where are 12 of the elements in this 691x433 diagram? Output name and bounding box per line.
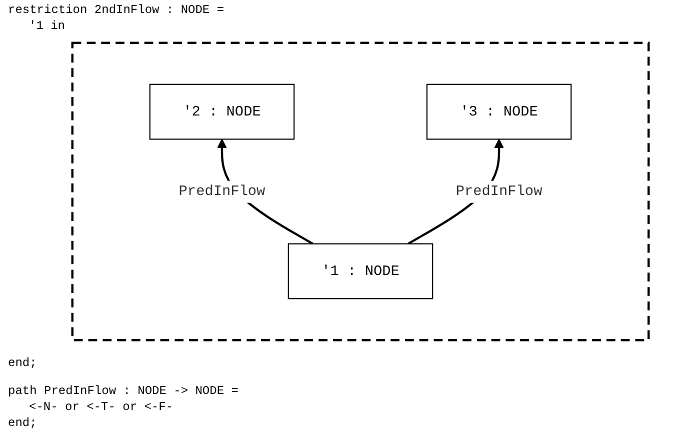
node-box: '3 : NODE: [426, 84, 572, 140]
code-line: <-N- or <-T- or <-F-: [28, 399, 174, 415]
code-line: end;: [8, 415, 38, 431]
edge-label: PredInFlow: [178, 182, 266, 200]
code-line: path PredInFlow : NODE -> NODE =: [8, 383, 240, 399]
edge-label: PredInFlow: [456, 182, 542, 200]
node-box: '1 : NODE: [288, 243, 434, 300]
code-line: '1 in: [28, 18, 66, 34]
code-line: restriction 2ndInFlow : NODE =: [8, 2, 226, 18]
node-box: '2 : NODE: [149, 84, 295, 140]
cluster: [71, 42, 650, 342]
code-line: end;: [8, 355, 38, 371]
